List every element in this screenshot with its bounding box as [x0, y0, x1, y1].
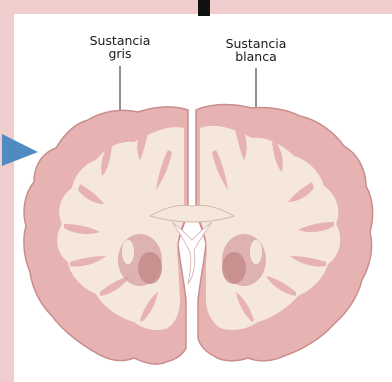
left-basal-ganglia	[118, 234, 162, 286]
right-basal-ganglia	[222, 234, 266, 286]
midline-notch	[186, 290, 198, 360]
